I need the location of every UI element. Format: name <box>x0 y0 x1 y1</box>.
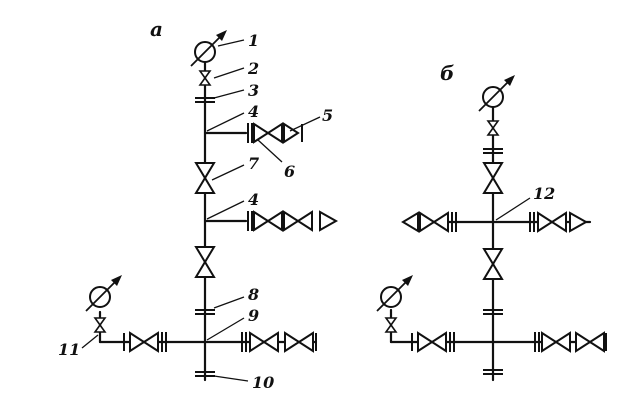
label-1: 1 <box>248 31 259 50</box>
leader-12 <box>495 197 531 221</box>
label-5: 5 <box>322 106 333 125</box>
label-6: 6 <box>284 162 295 181</box>
panel-a: а <box>58 17 339 392</box>
lower-choke-icon <box>319 210 339 232</box>
lower-side-valve-1-icon <box>253 211 283 231</box>
leader-5 <box>289 116 321 132</box>
upper-side-valve-icon <box>253 123 283 143</box>
label-12: 12 <box>533 184 555 203</box>
label-7: 7 <box>248 154 259 173</box>
leader-10 <box>213 375 249 382</box>
label-4-upper: 4 <box>248 102 259 121</box>
left-annulus-valve-icon <box>129 332 159 352</box>
b-annulus-pressure-gauge-icon <box>376 274 414 312</box>
leader-3 <box>213 89 245 99</box>
lower-side-valve-2-icon <box>283 211 313 231</box>
label-11: 11 <box>58 340 80 359</box>
leader-8 <box>213 296 245 309</box>
label-10: 10 <box>252 373 274 392</box>
b-lower-master-valve-icon <box>483 248 503 280</box>
b-right-valve-icon <box>537 212 567 232</box>
annulus-needle-valve-icon <box>94 317 106 333</box>
annulus-pressure-gauge-icon <box>85 274 123 312</box>
b-pressure-gauge-icon <box>478 74 516 112</box>
b-right-annulus-valve-2-icon <box>575 332 605 352</box>
leader-4a <box>206 112 245 132</box>
label-3: 3 <box>248 81 259 100</box>
leader-9 <box>206 317 245 341</box>
label-2: 2 <box>247 59 259 78</box>
leader-4b <box>206 200 245 220</box>
lower-master-valve-icon <box>195 246 215 278</box>
leader-7 <box>211 164 245 181</box>
right-annulus-valve-1-icon <box>249 332 279 352</box>
master-valve-icon <box>195 162 215 194</box>
b-annulus-needle-valve-icon <box>385 317 397 333</box>
choke-icon <box>283 122 300 144</box>
b-needle-valve-icon <box>487 120 499 136</box>
right-annulus-valve-2-icon <box>284 332 314 352</box>
leader-11 <box>81 334 99 349</box>
panel-b: б 12 <box>376 61 607 382</box>
upper-side-flange-icon <box>247 122 253 144</box>
label-4-lower: 4 <box>248 190 259 209</box>
label-9: 9 <box>248 306 259 325</box>
b-left-annulus-valve-icon <box>417 332 447 352</box>
b-left-valve-icon <box>419 212 449 232</box>
label-8: 8 <box>247 285 259 304</box>
leader-6 <box>257 139 283 163</box>
leader-2 <box>213 67 245 79</box>
b-right-annulus-valve-1-icon <box>541 332 571 352</box>
lower-side-flange-icon <box>247 210 253 232</box>
b-left-choke-icon <box>401 211 419 233</box>
needle-valve-icon <box>199 70 211 86</box>
panel-a-title: а <box>150 17 163 41</box>
panel-b-title: б <box>440 61 454 85</box>
b-right-choke-icon <box>569 211 589 233</box>
b-upper-master-valve-icon <box>483 162 503 194</box>
pressure-gauge-icon <box>190 29 228 67</box>
leader-1 <box>217 39 245 47</box>
